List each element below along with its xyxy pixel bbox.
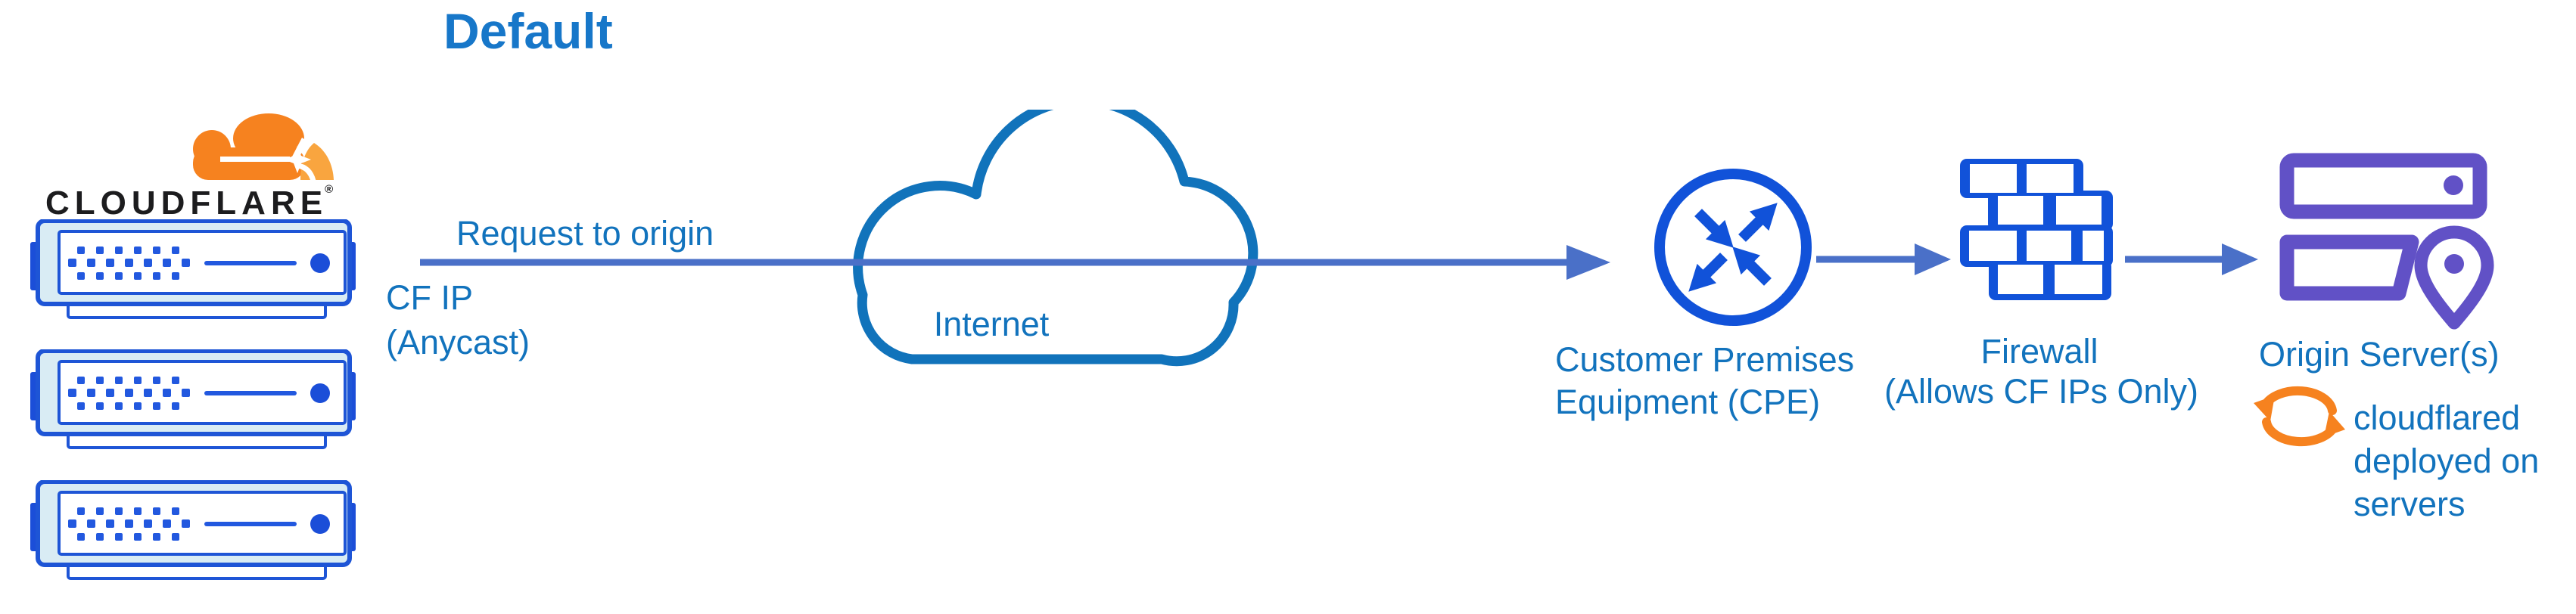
cloudflare-cloud-icon: [193, 113, 334, 182]
cpe-label-line2: Equipment (CPE): [1555, 383, 1821, 421]
sync-arrows-icon: [2254, 386, 2345, 447]
internet-label: Internet: [933, 305, 1050, 343]
firewall-label-line2: (Allows CF IPs Only): [1884, 372, 2199, 411]
cloudflared-note-line3: servers: [2354, 485, 2466, 523]
wordmark-text: CLOUDFLARE: [45, 185, 328, 222]
server-rack-icon: [30, 349, 356, 451]
firewall-label: Firewall (Allows CF IPs Only): [1884, 331, 2199, 411]
server-rack-icon: [30, 480, 356, 582]
cpe-label-line1: Customer Premises: [1555, 340, 1855, 379]
cloud-outline-icon: [853, 110, 1258, 367]
request-arrow: [420, 245, 1610, 280]
page-title: Default: [443, 3, 613, 59]
cloudflared-note: cloudflared deployed on servers: [2354, 396, 2539, 526]
server-rack-icon: [30, 219, 356, 321]
firewall-to-origin-arrow: [2125, 243, 2258, 275]
cpe-label: Customer Premises Equipment (CPE): [1555, 339, 1854, 423]
cf-ip-anycast-label: CF IP (Anycast): [386, 275, 530, 364]
cf-ip-line1: CF IP: [386, 278, 474, 317]
router-arrows-icon: [1654, 169, 1812, 326]
registered-mark: ®: [325, 183, 334, 196]
cloudflared-note-line1: cloudflared: [2354, 398, 2521, 437]
origin-servers-location-icon: [2279, 153, 2494, 330]
brick-wall-icon: [1960, 159, 2113, 300]
origin-servers-label: Origin Server(s): [2259, 335, 2500, 374]
firewall-label-line1: Firewall: [1980, 332, 2098, 371]
request-to-origin-label: Request to origin: [456, 214, 714, 253]
cf-ip-line2: (Anycast): [386, 323, 530, 361]
cloudflare-wordmark: CLOUDFLARE®: [45, 183, 336, 222]
cloudflared-note-line2: deployed on: [2354, 442, 2540, 480]
cpe-to-firewall-arrow: [1816, 243, 1951, 275]
